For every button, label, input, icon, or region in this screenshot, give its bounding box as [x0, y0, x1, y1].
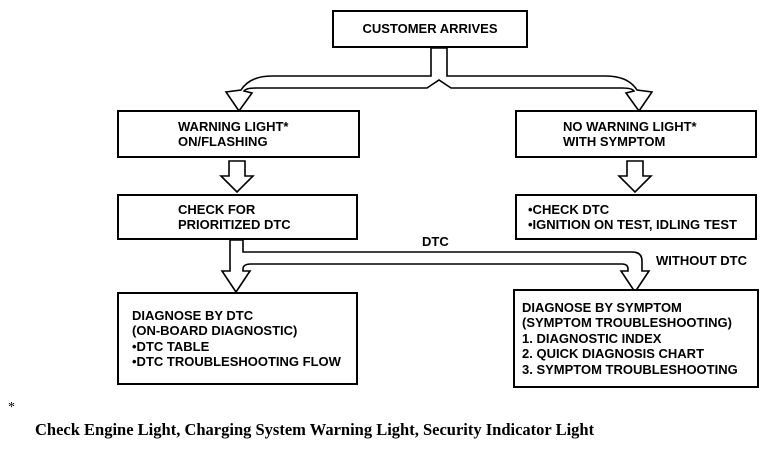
node-text-line: WITH SYMPTOM: [563, 134, 666, 149]
node-check-dtc-ignition-test: •CHECK DTC •IGNITION ON TEST, IDLING TES…: [515, 194, 757, 240]
node-text-line: 1. DIAGNOSTIC INDEX: [522, 330, 662, 346]
node-text-line: CUSTOMER ARRIVES: [362, 21, 498, 37]
node-diagnose-by-dtc: DIAGNOSE BY DTC (ON-BOARD DIAGNOSTIC) •D…: [117, 292, 358, 385]
down-arrow-left: [219, 160, 255, 194]
node-warning-light-on-flashing: WARNING LIGHT* ON/FLASHING: [117, 110, 360, 158]
node-check-for-prioritized-dtc: CHECK FOR PRIORITIZED DTC: [117, 194, 358, 240]
node-no-warning-light-with-symptom: NO WARNING LIGHT* WITH SYMPTOM: [515, 110, 757, 158]
node-text-line: DIAGNOSE BY DTC: [132, 307, 254, 323]
node-text-line: (SYMPTOM TROUBLESHOOTING): [522, 315, 732, 331]
node-text-line: •CHECK DTC: [528, 201, 610, 217]
node-text-line: 2. QUICK DIAGNOSIS CHART: [522, 346, 705, 362]
edge-label-dtc: DTC: [422, 234, 449, 249]
node-text-line: NO WARNING LIGHT*: [563, 118, 697, 134]
node-text-line: ON/FLASHING: [178, 134, 268, 149]
footnote-text: Check Engine Light, Charging System Warn…: [35, 420, 595, 439]
node-text-line: PRIORITIZED DTC: [178, 217, 291, 232]
node-text-line: 3. SYMPTOM TROUBLESHOOTING: [522, 361, 738, 377]
node-text-line: DIAGNOSE BY SYMPTOM: [522, 299, 682, 315]
down-arrow-right: [617, 160, 653, 194]
node-text-line: (ON-BOARD DIAGNOSTIC): [132, 323, 298, 338]
node-text-line: •DTC TROUBLESHOOTING FLOW: [132, 354, 341, 369]
footnote-asterisk: *: [8, 400, 15, 415]
node-customer-arrives: CUSTOMER ARRIVES: [332, 10, 528, 48]
edge-label-without-dtc: WITHOUT DTC: [656, 253, 747, 268]
node-text-line: •DTC TABLE: [132, 338, 210, 354]
node-text-line: WARNING LIGHT*: [178, 118, 289, 134]
node-diagnose-by-symptom: DIAGNOSE BY SYMPTOM (SYMPTOM TROUBLESHOO…: [513, 289, 759, 388]
branch-arrow: [224, 47, 654, 113]
node-text-line: •IGNITION ON TEST, IDLING TEST: [528, 217, 737, 232]
fork-arrow: [220, 239, 651, 294]
node-text-line: CHECK FOR: [178, 201, 256, 217]
